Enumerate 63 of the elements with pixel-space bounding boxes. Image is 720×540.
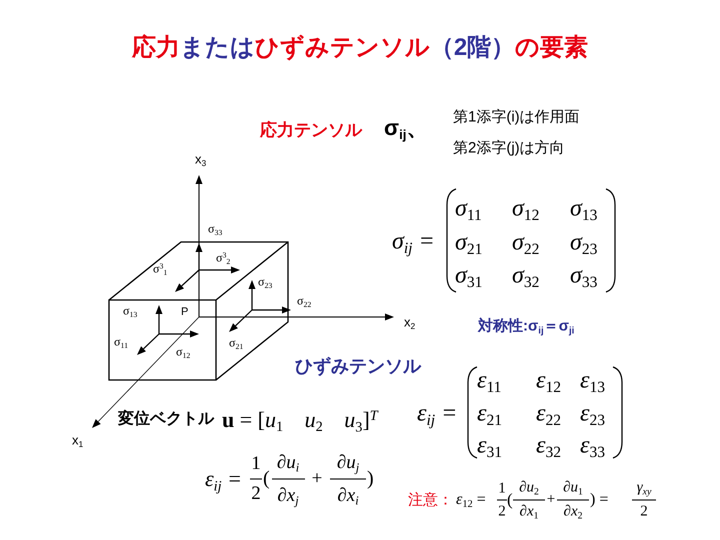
math-expression: ε$_{12}$ = (456, 491, 486, 509)
matrix-entry: σ$_{12}$ (512, 196, 540, 222)
axis-label: x$_{3}$ (195, 152, 206, 166)
matrix-entry: σ$_{32}$ (512, 262, 540, 290)
math-operator: + (546, 492, 556, 508)
math-symbol: σ$_{ij}$、 (384, 114, 428, 143)
fraction-denominator: ∂x$_{1}$ (520, 504, 538, 520)
math-expression: σ$_{ij}$ = (392, 228, 435, 256)
fraction-numerator: 1 (498, 480, 506, 498)
matrix-entry: σ$_{33}$ (570, 262, 598, 290)
fraction-denominator: ∂x$_{j}$ (277, 485, 299, 507)
matrix-entry: σ$_{23}$ (570, 230, 598, 256)
slide-title: 応力またはひずみテンソル（2階）の要素 (132, 33, 588, 63)
stress-label: σ$_{11}$ (114, 334, 128, 350)
matrix-entry: ε$_{11}$ (477, 368, 502, 394)
matrix-entry: ε$_{23}$ (580, 400, 606, 428)
matrix-entry: ε$_{12}$ (536, 368, 562, 394)
matrix-entry: σ$_{11}$ (455, 196, 482, 222)
axis-label: x$_{2}$ (404, 314, 416, 330)
fraction-denominator: 2 (640, 504, 648, 520)
matrix-entry: σ$_{13}$ (570, 196, 598, 222)
matrix-entry: ε$_{32}$ (536, 432, 562, 460)
fraction-numerator: ∂u$_{i}$ (276, 452, 300, 474)
note-text: 第2添字(j)は方向 (453, 138, 565, 158)
note-label: 注意： (408, 490, 453, 510)
math-expression: ) = (590, 491, 608, 509)
fraction-denominator: ∂x$_{i}$ (337, 485, 359, 507)
stress-label: σ$_{23}$ (258, 274, 272, 290)
stress-label: σ$_{21}$ (229, 336, 244, 350)
stress-label: σ$_{13}$ (123, 304, 138, 318)
term-label: 変位ベクトル (118, 408, 214, 430)
parenthesis: ( (507, 490, 513, 510)
axis-label: x$_{1}$ (72, 432, 84, 448)
matrix-entry: σ$_{21}$ (455, 230, 482, 256)
parenthesis: ) (367, 468, 374, 490)
math-expression: ε$_{ij}$ = (205, 466, 242, 492)
fraction-numerator: 1 (251, 453, 261, 475)
matrix-entry: ε$_{13}$ (580, 368, 606, 394)
parenthesis: ( (263, 468, 270, 490)
fraction-numerator: ∂u$_{1}$ (563, 480, 583, 496)
point-label: P (181, 306, 188, 318)
math-operator: + (312, 468, 322, 490)
fraction-denominator: 2 (251, 483, 261, 505)
matrix-entry: ε$_{21}$ (477, 400, 502, 428)
fraction-numerator: ∂u$_{j}$ (336, 452, 360, 474)
matrix-entry: σ$_{22}$ (512, 230, 540, 256)
fraction-denominator: 2 (498, 504, 506, 520)
stress-label: σ$_{22}$ (297, 294, 312, 308)
stress-label: σ$_{33}$ (208, 222, 222, 236)
stress-label: σ$_{12}$ (176, 344, 190, 360)
math-expression: u = [u$_{1}$ u$_{2}$ u$_{3}$]$^{T}$ (222, 407, 378, 433)
math-expression: ε$_{ij}$ = (417, 400, 458, 428)
fraction-numerator: γ$_{xy}$ (636, 480, 652, 496)
note-text: 第1添字(i)は作用面 (453, 108, 580, 126)
matrix-entry: ε$_{22}$ (536, 400, 562, 428)
term-label: 応力テンソル (260, 120, 362, 142)
matrix-entry: ε$_{31}$ (477, 432, 502, 460)
symmetry-note: 対称性:σ$_{ij}$＝σ$_{ji}$ (478, 316, 574, 336)
matrix-entry: ε$_{33}$ (580, 432, 606, 460)
fraction-numerator: ∂u$_{2}$ (519, 480, 539, 496)
term-label: ひずみテンソル (295, 355, 421, 378)
matrix-entry: σ$_{31}$ (455, 262, 482, 290)
fraction-denominator: ∂x$_{2}$ (564, 504, 582, 520)
